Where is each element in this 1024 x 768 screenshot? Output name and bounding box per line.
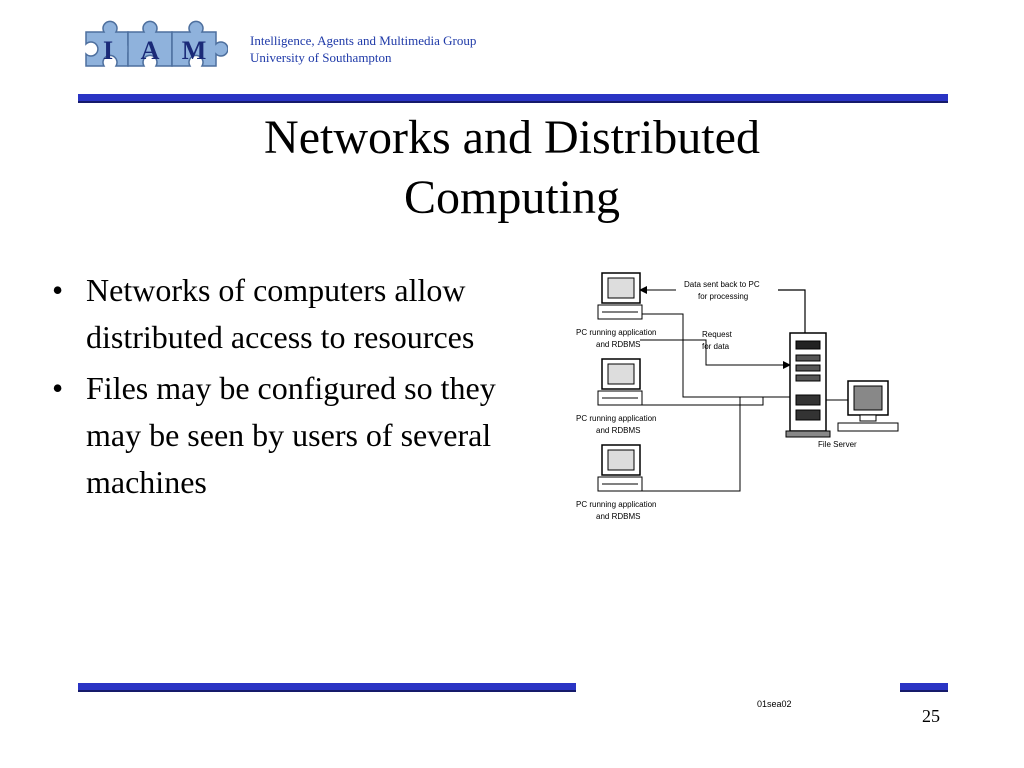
data-back-label-1: Data sent back to PC xyxy=(684,280,760,289)
network-diagram: PC running application and RDBMS PC runn… xyxy=(576,272,899,521)
org-line-2: University of Southampton xyxy=(250,50,392,65)
footer-rule-left xyxy=(78,683,576,692)
bullet-text: Files may be configured so they may be s… xyxy=(86,370,496,500)
file-code: 01sea02 xyxy=(757,699,792,709)
slide-title: Networks and Distributed Computing xyxy=(0,108,1024,228)
pc-1-label-2: and RDBMS xyxy=(596,340,640,349)
bullet-text: Networks of computers allow distributed … xyxy=(86,272,475,355)
bullet-item: • Networks of computers allow distribute… xyxy=(52,267,522,361)
title-line-2: Computing xyxy=(403,171,621,224)
request-label-1: Request xyxy=(702,330,733,339)
link-pc2 xyxy=(640,397,764,406)
file-server-label: File Server xyxy=(818,440,857,449)
pc-3 xyxy=(597,444,643,492)
file-server-tower xyxy=(785,332,831,438)
pc-2-label-1: PC running application xyxy=(576,414,657,423)
organization-name: Intelligence, Agents and Multimedia Grou… xyxy=(250,32,476,66)
title-line-1: Networks and Distributed xyxy=(264,111,760,164)
page-number: 25 xyxy=(922,706,940,726)
logo-letter-i: I xyxy=(103,36,113,65)
logo-letter-a: A xyxy=(141,36,160,65)
pc-1-label-1: PC running application xyxy=(576,328,657,337)
bullet-icon: • xyxy=(52,370,64,406)
pc-2-label-2: and RDBMS xyxy=(596,426,640,435)
pc-3-label-2: and RDBMS xyxy=(596,512,640,521)
footer-rule-right xyxy=(900,683,948,692)
file-server-monitor xyxy=(837,380,899,432)
bullet-icon: • xyxy=(52,272,64,308)
data-back-arrow xyxy=(778,289,806,342)
pc-1 xyxy=(597,272,643,320)
bullet-item: • Files may be configured so they may be… xyxy=(52,365,522,506)
link-pc1 xyxy=(640,313,790,398)
logo-letter-m: M xyxy=(182,36,207,65)
request-line xyxy=(640,339,791,369)
pc-2 xyxy=(597,358,643,406)
org-line-1: Intelligence, Agents and Multimedia Grou… xyxy=(250,33,477,48)
data-back-label-2: for processing xyxy=(698,292,748,301)
request-label-2: for data xyxy=(702,342,730,351)
header-rule xyxy=(78,94,948,103)
puzzle-piece-right xyxy=(171,20,228,67)
pc-3-label-1: PC running application xyxy=(576,500,657,509)
link-pc3 xyxy=(640,397,741,492)
iam-logo: I A M xyxy=(85,20,228,67)
bullet-list: • Networks of computers allow distribute… xyxy=(52,267,522,510)
